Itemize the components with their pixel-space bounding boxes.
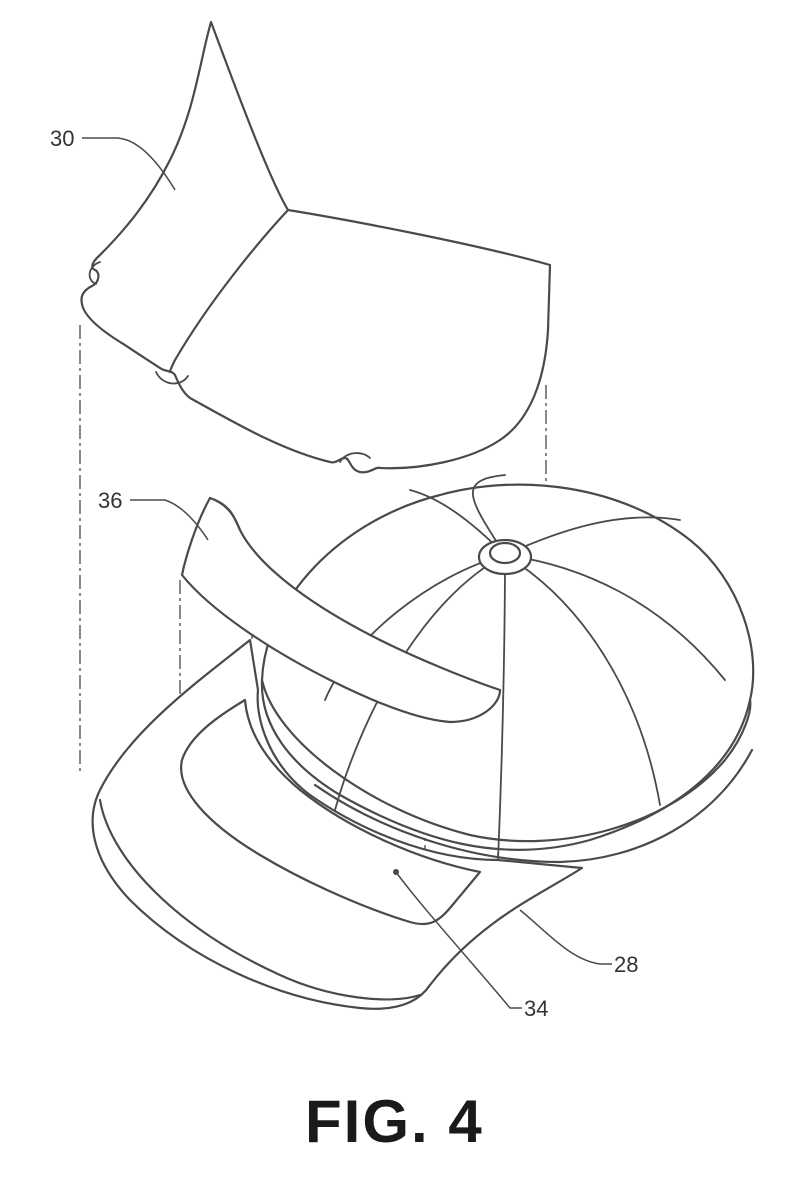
ref-28: 28 [614,952,638,977]
visor [91,638,584,1010]
strip-outline [180,496,502,724]
ref-34: 34 [524,996,548,1021]
reference-numerals: 30 36 28 34 [50,126,638,1021]
figure-caption: FIG. 4 [305,1088,484,1155]
strip [180,496,502,724]
cap-crown [260,474,755,864]
insert-notch-1 [88,261,101,285]
crown-seam-2 [504,554,726,681]
crown-rim [313,748,754,864]
leader-36 [130,499,209,541]
crown-seam-8 [472,474,506,556]
insert-fold-line [168,208,290,374]
insert-notch-3 [339,452,371,463]
insert [80,20,552,474]
leader-30 [82,137,176,191]
crown-seam-7 [504,554,661,806]
strip-top-edge [208,496,242,532]
insert-outline [80,20,552,474]
visor-window [180,698,482,926]
leader-28 [519,909,612,965]
insert-notch-2 [155,371,189,385]
leader-lines [82,137,612,1009]
crown-seam-1 [497,554,506,861]
crown-band [260,678,752,843]
leader-34 [395,871,522,1009]
crown-button-inner [488,541,522,565]
ref-30: 30 [50,126,74,151]
visor-edge [98,798,422,1001]
ref-36: 36 [98,488,122,513]
crown-outline [260,483,755,851]
